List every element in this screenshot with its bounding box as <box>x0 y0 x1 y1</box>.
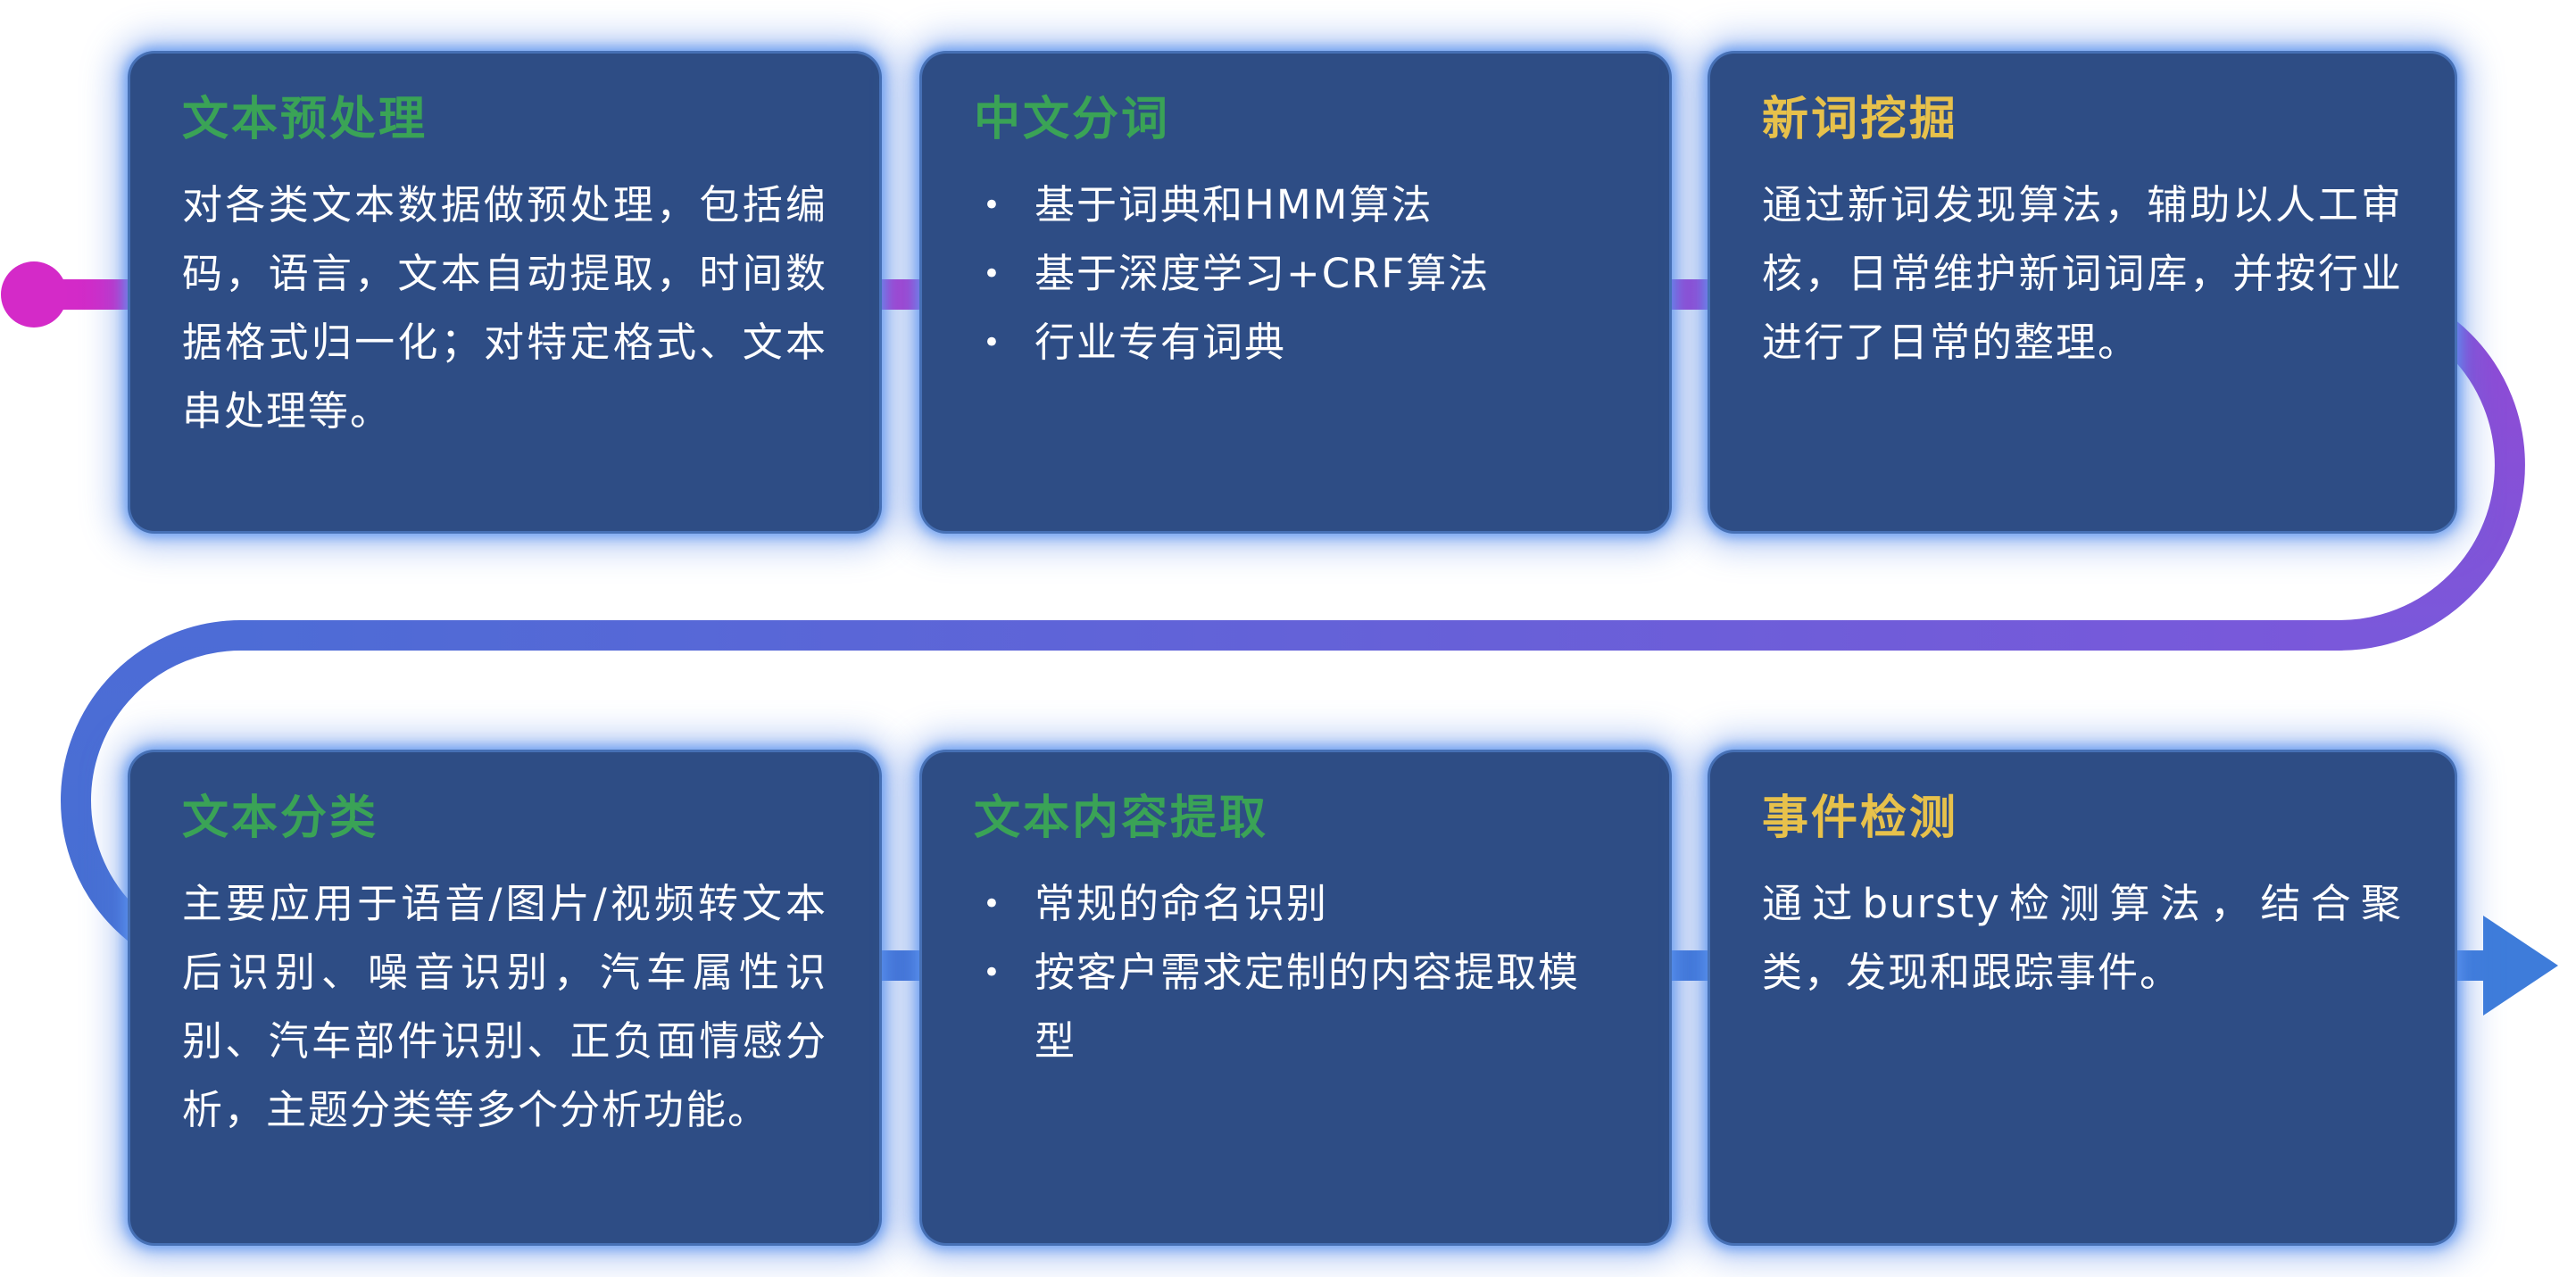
bullet-item: 按客户需求定制的内容提取模型 <box>974 938 1617 1075</box>
card-title: 文本预处理 <box>182 93 428 146</box>
card-body: 通过新词发现算法，辅助以人工审核，日常维护新词词库，并按行业进行了日常的整理。 <box>1762 181 2403 366</box>
bullet-item: 基于深度学习+CRF算法 <box>974 239 1617 308</box>
bullet-list: 常规的命名识别 按客户需求定制的内容提取模型 <box>974 869 1617 1075</box>
card-title: 新词挖掘 <box>1762 93 1959 146</box>
card-title: 中文分词 <box>974 93 1171 146</box>
bullet-item: 行业专有词典 <box>974 308 1617 377</box>
card-body: 主要应用于语音/图片/视频转文本后识别、噪音识别，汽车属性识别、汽车部件识别、正… <box>182 880 827 1133</box>
card-title: 事件检测 <box>1762 792 1959 845</box>
card-body: 通过bursty检测算法，结合聚类，发现和跟踪事件。 <box>1762 880 2403 996</box>
bullet-item: 基于词典和HMM算法 <box>974 170 1617 239</box>
bullet-list: 基于词典和HMM算法 基于深度学习+CRF算法 行业专有词典 <box>974 170 1617 377</box>
card-event-detection: 事件检测 通过bursty检测算法，结合聚类，发现和跟踪事件。 <box>1708 750 2457 1246</box>
flow-start-dot-icon <box>1 261 67 328</box>
flow-arrowhead-icon <box>2483 916 2558 1016</box>
bullet-item: 常规的命名识别 <box>974 869 1617 938</box>
card-text-classification: 文本分类 主要应用于语音/图片/视频转文本后识别、噪音识别，汽车属性识别、汽车部… <box>128 750 882 1246</box>
card-title: 文本内容提取 <box>974 792 1269 845</box>
card-body: 对各类文本数据做预处理，包括编码，语言，文本自动提取，时间数据格式归一化；对特定… <box>182 181 827 435</box>
card-title: 文本分类 <box>182 792 379 845</box>
card-chinese-word-segmentation: 中文分词 基于词典和HMM算法 基于深度学习+CRF算法 行业专有词典 <box>919 51 1672 534</box>
card-text-content-extraction: 文本内容提取 常规的命名识别 按客户需求定制的内容提取模型 <box>919 750 1672 1246</box>
card-text-preprocessing: 文本预处理 对各类文本数据做预处理，包括编码，语言，文本自动提取，时间数据格式归… <box>128 51 882 534</box>
card-new-word-mining: 新词挖掘 通过新词发现算法，辅助以人工审核，日常维护新词词库，并按行业进行了日常… <box>1708 51 2457 534</box>
